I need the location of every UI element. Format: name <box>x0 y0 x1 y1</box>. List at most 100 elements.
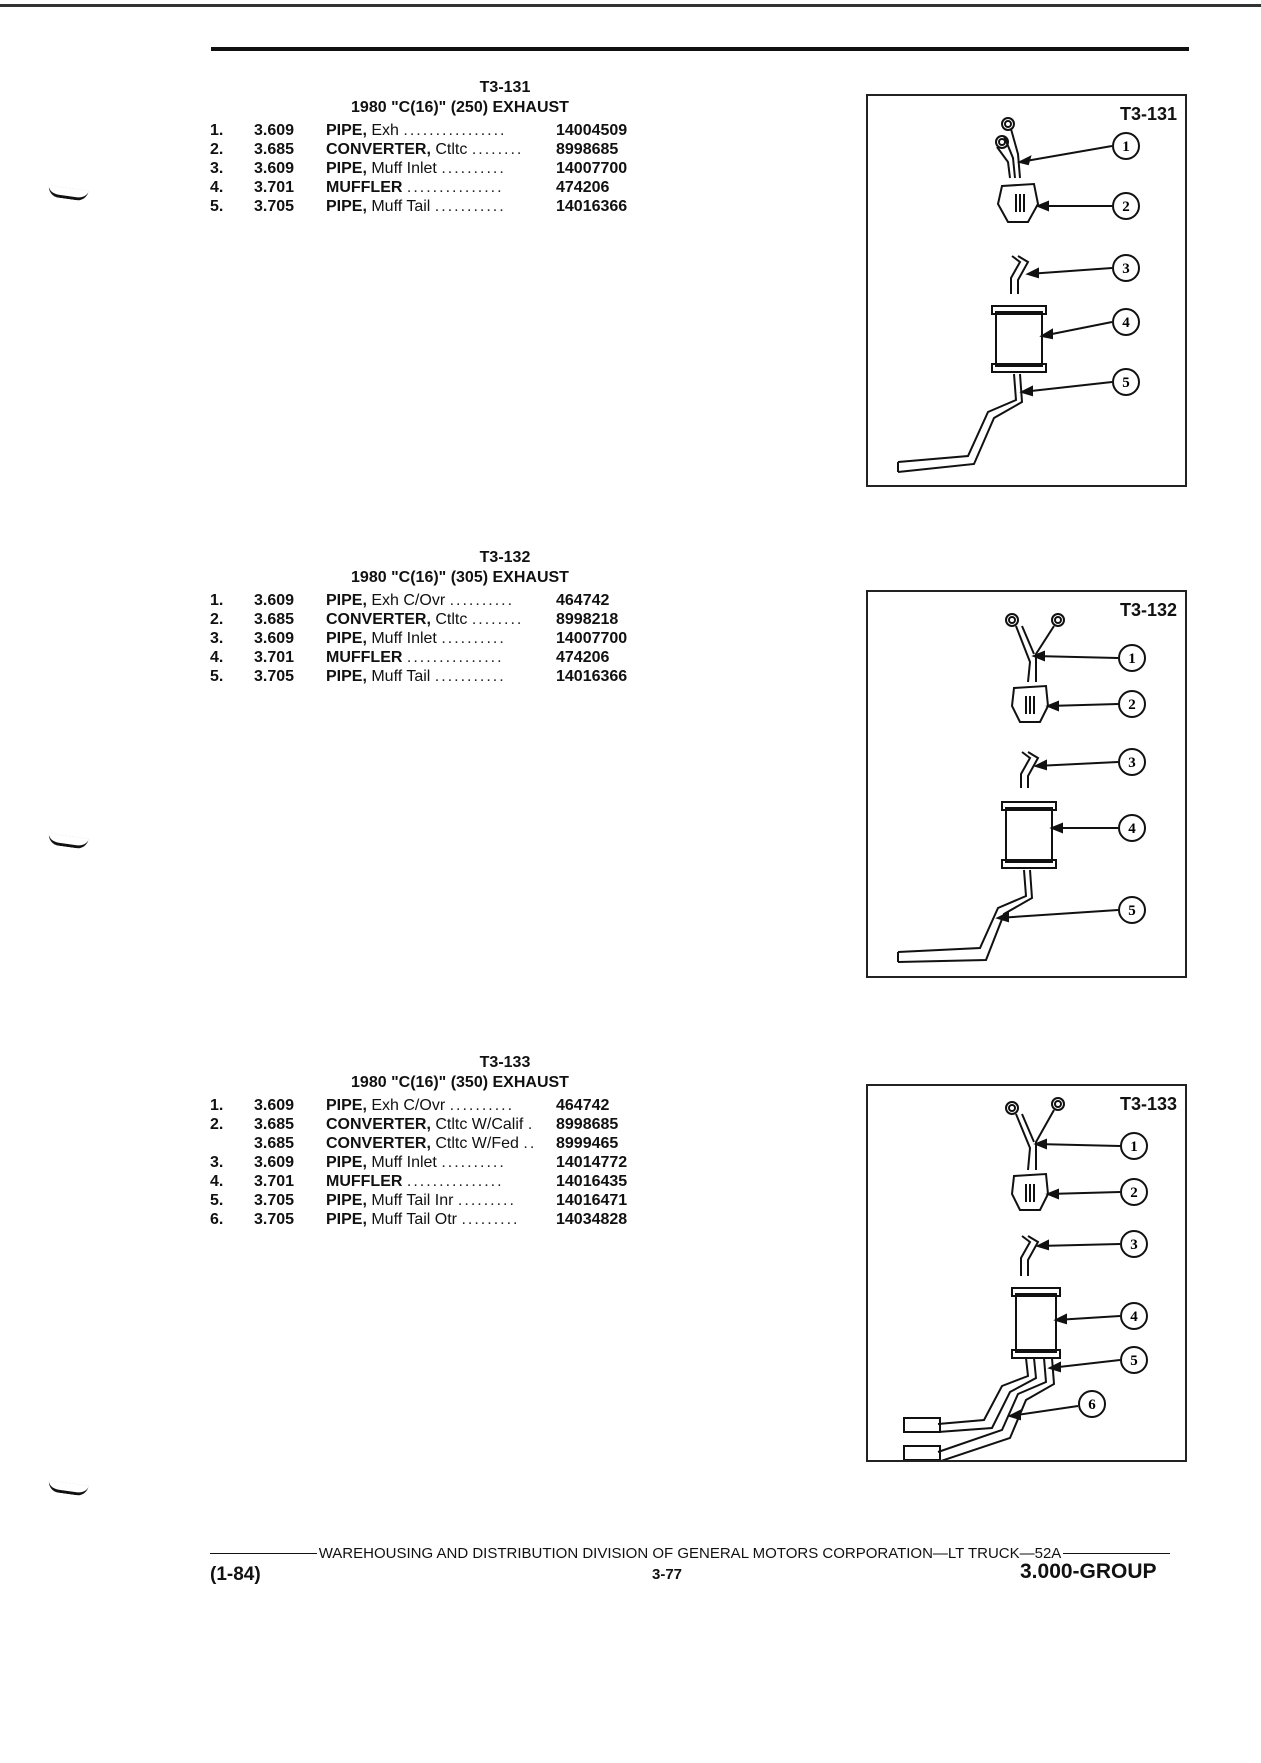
part-number: 14016435 <box>556 1173 628 1190</box>
leader-dots: .......... <box>449 592 515 609</box>
item-number: 2. <box>210 611 224 628</box>
part-number: 8998218 <box>556 611 619 628</box>
part-detail: Ctltc <box>430 141 468 158</box>
part-number: 8998685 <box>556 1116 619 1133</box>
part-row: 2. 3.685 CONVERTER, Ctltc ........8998685 <box>210 140 680 159</box>
item-number: 3. <box>210 630 224 647</box>
svg-text:2: 2 <box>1128 697 1136 713</box>
item-number: 1. <box>210 122 224 139</box>
part-number: 14016366 <box>556 668 628 685</box>
item-number: 5. <box>210 198 224 215</box>
group-number: 3.685 <box>254 141 295 158</box>
svg-text:3: 3 <box>1128 755 1136 771</box>
group-number: 3.701 <box>254 179 295 196</box>
binder-mark <box>47 185 89 202</box>
group-number: 3.685 <box>254 1116 295 1133</box>
leader-dots: ........ <box>471 141 524 158</box>
part-number: 14004509 <box>556 122 628 139</box>
part-name: PIPE, <box>326 122 367 139</box>
leader-dots: ............... <box>406 649 504 666</box>
part-description: CONVERTER, Ctltc ........ <box>326 140 556 159</box>
leader-dots: ................ <box>403 122 507 139</box>
item-number: 4. <box>210 649 224 666</box>
callout-5: 5 <box>1120 1346 1148 1374</box>
svg-text:4: 4 <box>1130 1309 1138 1325</box>
callout-1: 1 <box>1112 132 1140 160</box>
binder-mark <box>47 833 89 850</box>
callout-3: 3 <box>1120 1230 1148 1258</box>
part-description: PIPE, Muff Inlet .......... <box>326 1153 556 1172</box>
group-number: 3.705 <box>254 1211 295 1228</box>
part-number: 474206 <box>556 649 610 666</box>
group-number: 3.609 <box>254 1154 295 1171</box>
part-number: 14007700 <box>556 630 628 647</box>
part-description: PIPE, Exh ................ <box>326 121 556 140</box>
part-detail: Muff Tail <box>366 668 431 685</box>
part-number: 14034828 <box>556 1211 628 1228</box>
callout-3: 3 <box>1112 254 1140 282</box>
item-number: 2. <box>210 1116 224 1133</box>
item-number: 3. <box>210 160 224 177</box>
part-name: PIPE, <box>326 1097 367 1114</box>
part-detail: Muff Inlet <box>366 160 437 177</box>
group-number: 3.609 <box>254 592 295 609</box>
item-number: 2. <box>210 141 224 158</box>
part-description: PIPE, Muff Tail Inr ......... <box>326 1191 556 1210</box>
section-t3-131: T3-131 1980 "C(16)" (250) EXHAUST 1.3.60… <box>210 78 680 216</box>
item-number: 5. <box>210 1192 224 1209</box>
part-name: CONVERTER, <box>326 611 431 628</box>
part-name: MUFFLER <box>326 179 403 196</box>
group-number: 3.685 <box>254 1135 295 1152</box>
part-name: PIPE, <box>326 630 367 647</box>
part-description: MUFFLER ............... <box>326 178 556 197</box>
footer-group: 3.000-GROUP <box>1020 1560 1157 1583</box>
part-name: PIPE, <box>326 1192 367 1209</box>
diagram-label: T3-131 <box>1119 104 1177 124</box>
svg-text:4: 4 <box>1122 315 1130 331</box>
part-number: 464742 <box>556 1097 610 1114</box>
part-detail: Exh <box>366 122 399 139</box>
item-number: 1. <box>210 1097 224 1114</box>
part-number: 8998685 <box>556 141 619 158</box>
footer-publisher-text: WAREHOUSING AND DISTRIBUTION DIVISION OF… <box>318 1545 1062 1562</box>
leader-dots: ......... <box>457 1192 516 1209</box>
top-page-edge-rule <box>0 4 1261 7</box>
callout-4: 4 <box>1120 1302 1148 1330</box>
svg-text:5: 5 <box>1122 375 1130 391</box>
part-description: MUFFLER ............... <box>326 1172 556 1191</box>
part-number: 8999465 <box>556 1135 619 1152</box>
part-detail: Muff Tail <box>366 198 431 215</box>
svg-text:5: 5 <box>1130 1353 1138 1369</box>
callout-2: 2 <box>1120 1178 1148 1206</box>
callout-1: 1 <box>1120 1132 1148 1160</box>
part-description: PIPE, Muff Inlet .......... <box>326 159 556 178</box>
section-title: 1980 "C(16)" (305) EXHAUST <box>351 569 569 586</box>
part-detail: Exh C/Ovr <box>366 1097 446 1114</box>
leader-dots: ........ <box>471 611 524 628</box>
section-title: 1980 "C(16)" (350) EXHAUST <box>351 1074 569 1091</box>
callout-2: 2 <box>1112 192 1140 220</box>
leader-dots: ........... <box>434 198 506 215</box>
part-detail: Muff Tail Inr <box>366 1192 454 1209</box>
part-detail: Ctltc W/Calif <box>430 1116 524 1133</box>
item-number: 5. <box>210 668 224 685</box>
item-number: 4. <box>210 1173 224 1190</box>
footer-rule-left <box>210 1553 317 1554</box>
diagram-t3-131: T3-131 1 2 3 4 5 <box>866 94 1187 487</box>
leader-dots: . <box>527 1116 535 1133</box>
part-number: 464742 <box>556 592 610 609</box>
callout-5: 5 <box>1112 368 1140 396</box>
part-description: PIPE, Muff Tail ........... <box>326 197 556 216</box>
group-number: 3.705 <box>254 1192 295 1209</box>
